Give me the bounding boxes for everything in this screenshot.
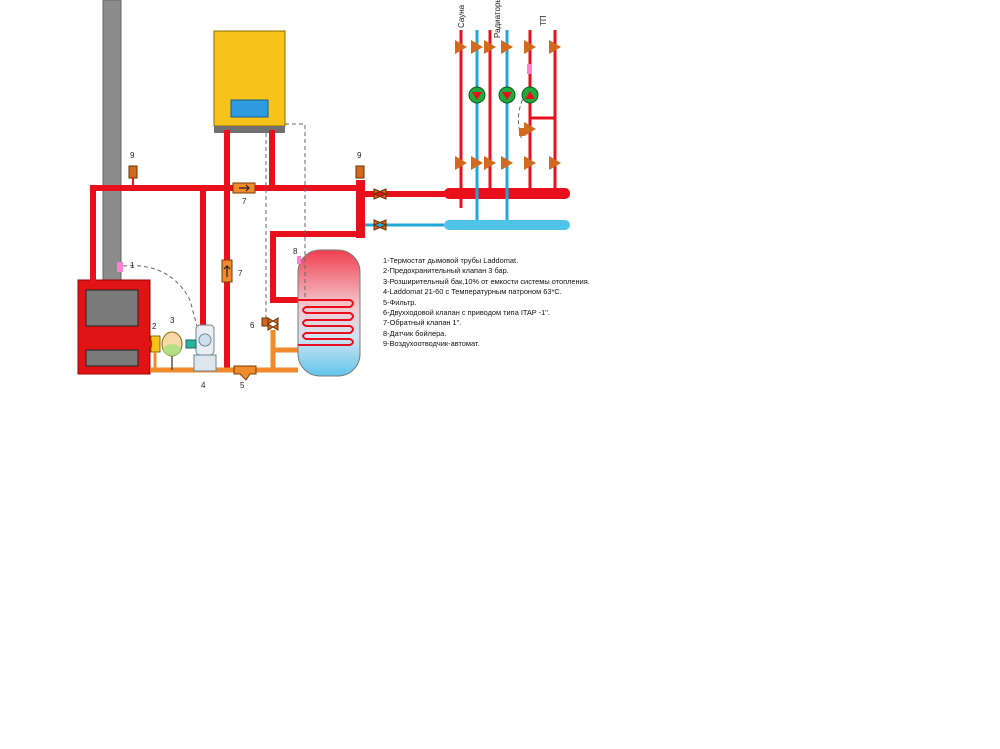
callout-3: 3 [170, 316, 175, 325]
check-valve-supply [232, 182, 256, 194]
check-valve-vertical [221, 259, 233, 283]
boiler-return-pipes [150, 330, 298, 373]
air-vent-right [355, 165, 365, 179]
callout-1: 1 [130, 261, 135, 270]
branch-sauna [455, 30, 486, 220]
legend-item: 1-Термостат дымовой трубы Laddomat. [383, 256, 519, 265]
legend-item: 9-Воздухоотводчик-автомат. [383, 339, 480, 349]
callout-5: 5 [240, 381, 245, 390]
branch-label-sauna: Сауна [457, 4, 466, 28]
branch-floor-heating [519, 30, 561, 188]
legend-item: 4-Laddomat 21-60 с Температурным патроно… [383, 287, 562, 297]
callout-6: 6 [250, 321, 255, 330]
supply-shutoff-valve [372, 188, 388, 200]
legend: 1-Термостат дымовой трубы Laddomat. 2-Пр… [383, 256, 590, 350]
callout-4: 4 [201, 381, 206, 390]
expansion-tank [161, 331, 183, 370]
return-shutoff-valve [372, 219, 388, 231]
gas-boiler [213, 30, 286, 133]
branch-label-radiators: Радиаторы [493, 0, 502, 38]
callout-7-side: 7 [238, 269, 243, 278]
callout-9-right: 9 [357, 151, 362, 160]
air-vent-left [128, 165, 138, 186]
legend-item: 3-Розширительный бак,10% от емкости сист… [383, 276, 590, 286]
solid-fuel-boiler [77, 279, 151, 375]
supply-riser [356, 180, 365, 238]
branch-label-floor: ТП [539, 15, 548, 26]
legend-item: 6-Двухходовой клапан с приводом типа ITA… [383, 308, 550, 318]
chimney-thermostat [117, 262, 123, 272]
legend-item: 5-Фильтр. [383, 297, 417, 307]
callout-7-top: 7 [242, 197, 247, 206]
laddomat-unit [185, 324, 217, 372]
return-manifold [444, 220, 570, 230]
filter [233, 365, 257, 381]
legend-item: 2-Предохранительный клапан 3 бар. [383, 266, 509, 276]
callout-9-left: 9 [130, 151, 135, 160]
legend-item: 8-Датчик бойлера. [383, 328, 447, 338]
legend-item: 7-Обратный клапан 1". [383, 318, 462, 328]
branch-radiators [484, 30, 516, 220]
chimney [102, 0, 122, 281]
two-way-valve [261, 317, 279, 331]
hot-water-tank [297, 249, 361, 377]
safety-valve [149, 335, 161, 370]
boiler-sensor [297, 256, 301, 264]
supply-pipes [90, 130, 447, 370]
callout-8: 8 [293, 247, 298, 256]
callout-2: 2 [152, 322, 157, 331]
